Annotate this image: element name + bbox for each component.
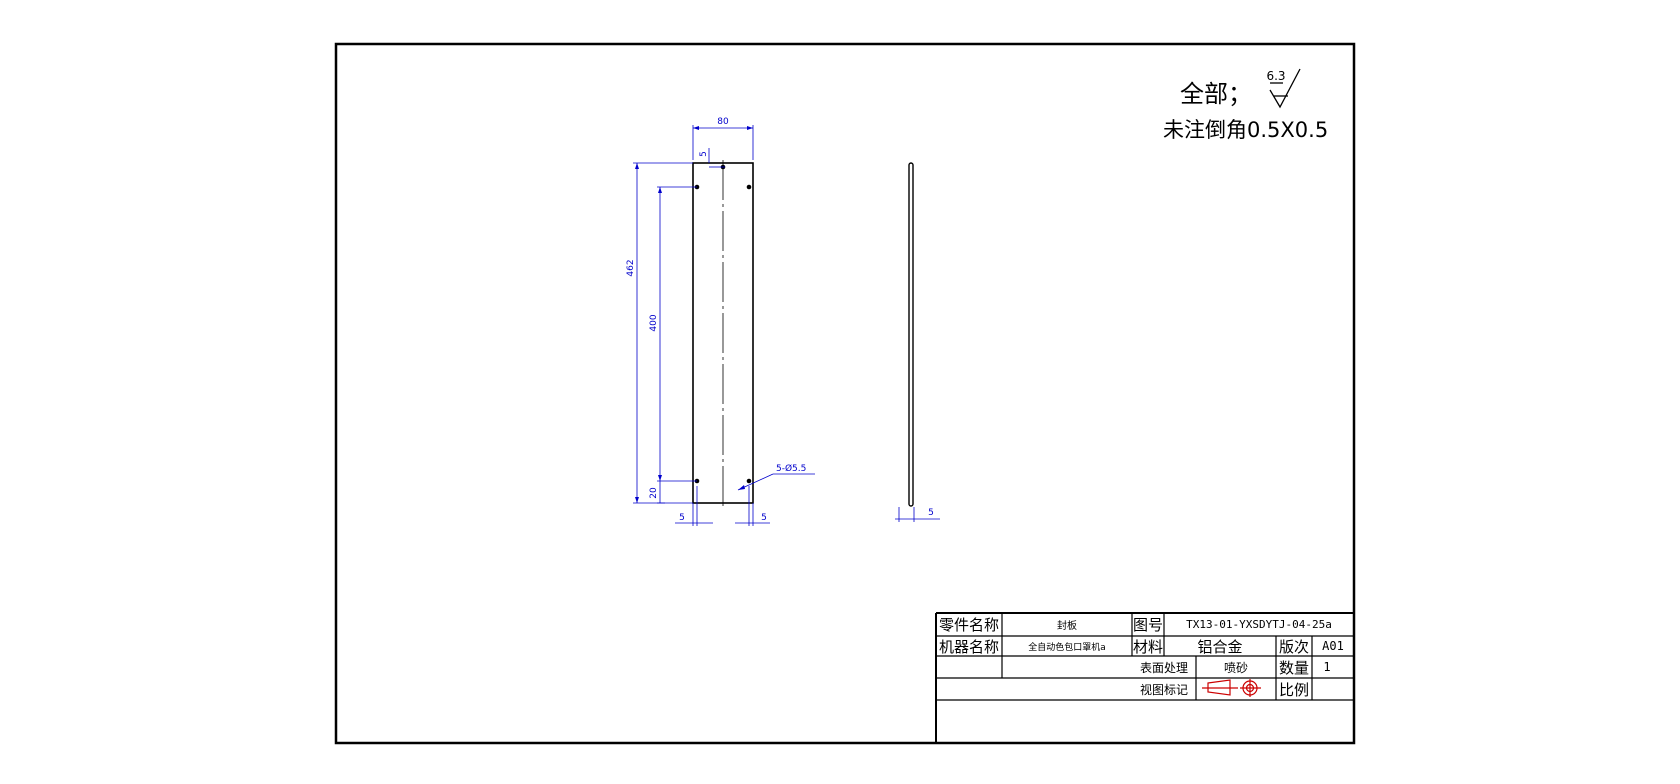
projection-symbol-icon: [1202, 679, 1261, 697]
dim-thickness-5: 5: [928, 508, 934, 518]
material-value: 铝合金: [1197, 637, 1243, 656]
drawing-no-value: TX13-01-YXSDYTJ-04-25a: [1186, 618, 1332, 631]
front-view: [692, 160, 754, 506]
chamfer-note: 未注倒角0.5X0.5: [1163, 118, 1329, 142]
title-block: [935, 612, 1354, 743]
dim-spacing-400: 400: [649, 314, 659, 331]
surface-treatment-value: 喷砂: [1223, 660, 1248, 675]
hole-top-right: [746, 184, 752, 190]
part-name-label: 零件名称: [938, 616, 999, 634]
surface-roughness-note: 全部；: [1180, 80, 1252, 108]
roughness-value: 6.3: [1266, 69, 1285, 83]
roughness-symbol-icon: [1269, 68, 1301, 109]
view-mark-label: 视图标记: [1139, 682, 1188, 697]
material-label: 材料: [1132, 637, 1163, 656]
hole-callout: 5-Ø5.5: [776, 463, 806, 474]
quantity-value: 1: [1323, 660, 1331, 674]
dim-right-5: 5: [761, 513, 767, 523]
dim-width-80: 80: [717, 117, 729, 127]
side-view: [908, 162, 914, 507]
scale-label: 比例: [1278, 680, 1309, 699]
revision-label: 版次: [1278, 637, 1309, 656]
dim-top-5: 5: [699, 151, 709, 157]
dim-left-5: 5: [679, 513, 685, 523]
part-name-value: 封板: [1057, 621, 1077, 632]
revision-value: A01: [1322, 639, 1344, 653]
dim-bottom-20: 20: [649, 487, 659, 499]
machine-name-label: 机器名称: [938, 637, 999, 656]
quantity-label: 数量: [1278, 658, 1309, 677]
dim-height-462: 462: [626, 259, 636, 276]
surface-treatment-label: 表面处理: [1139, 660, 1188, 675]
drawing-no-label: 图号: [1132, 616, 1163, 634]
machine-name-value: 全自动色包口罩机a: [1028, 642, 1106, 653]
dimension-arrows: [635, 126, 753, 503]
scale-value: [1312, 678, 1354, 700]
sheet-border: [334, 42, 1356, 745]
hole-bottom-right: [746, 478, 752, 484]
dimension-lines: [633, 125, 940, 526]
